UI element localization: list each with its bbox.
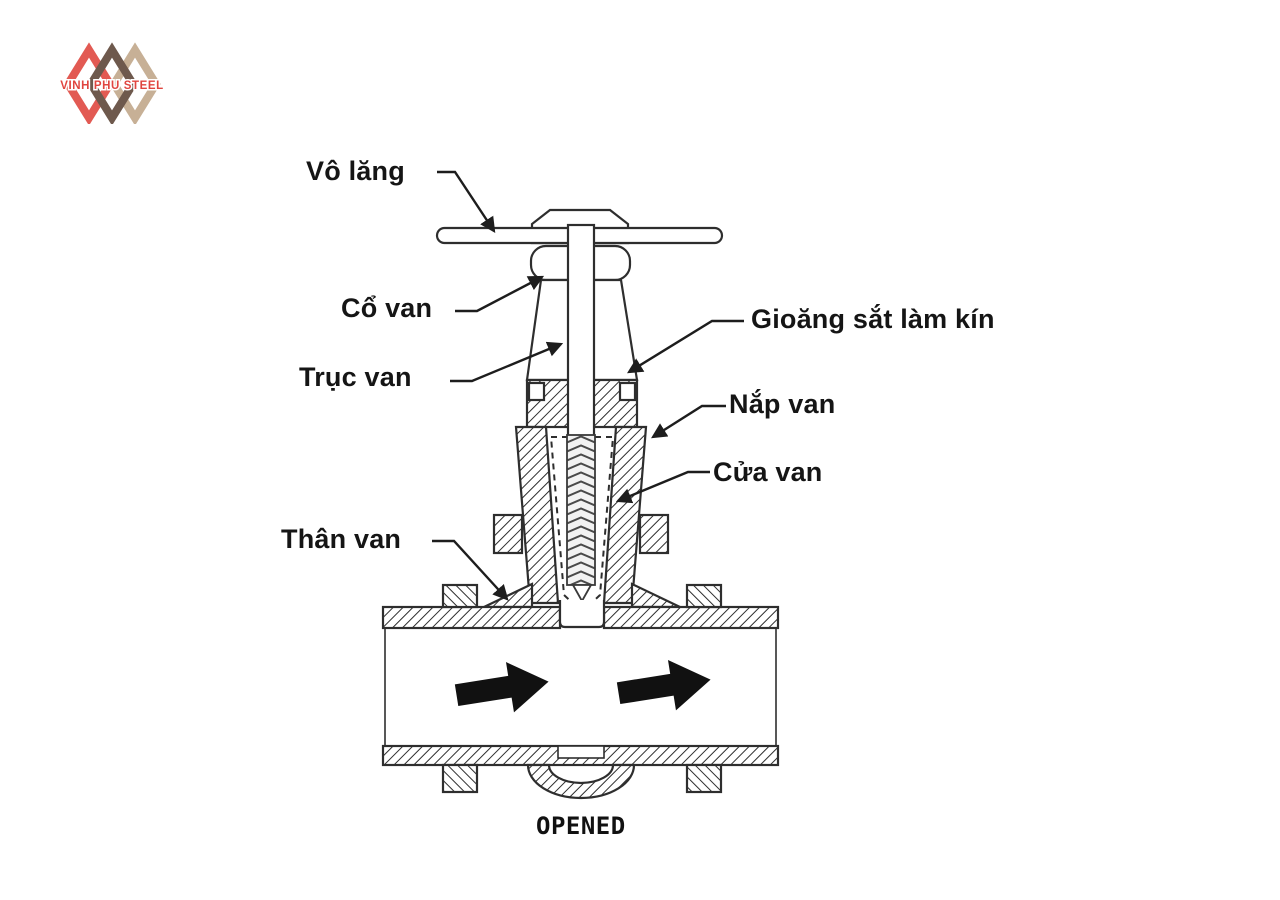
- label-gate: Cửa van: [713, 457, 823, 487]
- brand-logo: VINH PHU STEEL: [59, 42, 165, 124]
- pipe-body-drawing: [381, 583, 780, 800]
- brand-name: VINH PHU STEEL: [60, 80, 164, 92]
- bonnet-flange-right: [638, 513, 670, 555]
- seat-arc: [526, 763, 636, 800]
- red-diamond-icon: [63, 42, 115, 124]
- label-neck: Cổ van: [341, 293, 433, 323]
- label-gasket: Gioăng sắt làm kín: [751, 304, 995, 334]
- body-flare-right: [630, 582, 681, 609]
- brown-diamond-icon: [86, 42, 138, 124]
- gate-guide: [558, 600, 606, 629]
- state-caption: OPENED: [536, 812, 626, 840]
- leader-stem: [450, 341, 564, 383]
- flange-bottom-left: [441, 763, 479, 794]
- body-flare-left: [483, 582, 534, 609]
- leader-body: [432, 539, 509, 601]
- label-body: Thân van: [281, 524, 402, 554]
- leader-lines: [432, 170, 744, 601]
- threaded-stem-drawing: [566, 434, 596, 603]
- leader-neck: [455, 275, 545, 313]
- tan-diamond-icon: [109, 42, 161, 124]
- flange-bottom-right: [685, 763, 723, 794]
- bonnet-drawing: [483, 425, 681, 609]
- bonnet-flange-left: [492, 513, 524, 555]
- label-handwheel: Vô lăng: [306, 156, 405, 186]
- flange-top-left: [441, 583, 479, 609]
- seat-notch: [557, 745, 605, 759]
- pipe-wall-top-left: [381, 605, 562, 630]
- flange-top-right: [685, 583, 723, 609]
- pipe-wall-top-right: [602, 605, 780, 630]
- stem-drawing: [566, 223, 596, 439]
- leader-handwheel: [437, 170, 496, 233]
- label-bonnet: Nắp van: [729, 389, 836, 419]
- label-stem: Trục van: [299, 362, 412, 392]
- leader-gasket: [627, 319, 744, 374]
- leader-bonnet: [651, 404, 726, 439]
- leader-gate: [615, 470, 710, 504]
- flow-arrow-right-icon: [616, 660, 711, 711]
- flow-arrow-left-icon: [454, 662, 549, 713]
